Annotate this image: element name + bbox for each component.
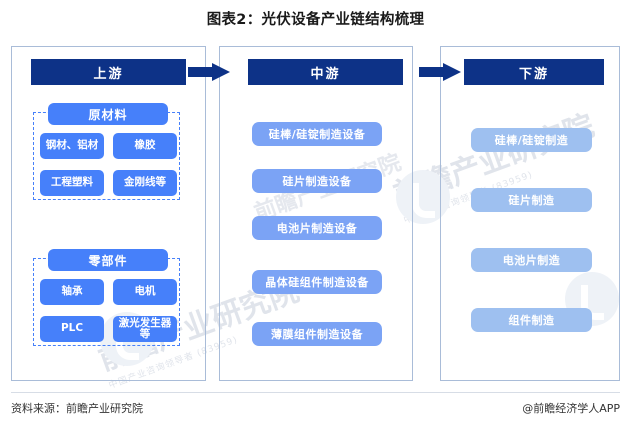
midstream-item-2[interactable]: 硅片制造设备 xyxy=(252,169,382,193)
stage-header-upstream[interactable]: 上游 xyxy=(31,59,186,85)
app-credit: @前瞻经济学人APP xyxy=(522,402,620,415)
midstream-item-4[interactable]: 晶体硅组件制造设备 xyxy=(252,270,382,294)
group-title-components[interactable]: 零部件 xyxy=(48,249,168,271)
upstream-item-raw-4[interactable]: 金刚线等 xyxy=(113,170,177,196)
source-text: 资料来源：前瞻产业研究院 xyxy=(11,402,143,415)
downstream-item-2[interactable]: 硅片制造 xyxy=(471,188,592,212)
footer-divider xyxy=(11,392,620,393)
upstream-item-part-1[interactable]: 轴承 xyxy=(40,279,104,305)
upstream-item-part-4[interactable]: 激光发生器等 xyxy=(113,316,177,342)
midstream-item-5[interactable]: 薄膜组件制造设备 xyxy=(252,322,382,346)
upstream-item-raw-2[interactable]: 橡胶 xyxy=(113,133,177,159)
arrow-right-icon-upstream-to-midstream xyxy=(188,63,230,81)
stage-header-midstream[interactable]: 中游 xyxy=(248,59,403,85)
downstream-item-4[interactable]: 组件制造 xyxy=(471,308,592,332)
arrow-right-icon-midstream-to-downstream xyxy=(419,63,461,81)
upstream-item-raw-3[interactable]: 工程塑料 xyxy=(40,170,104,196)
upstream-item-part-2[interactable]: 电机 xyxy=(113,279,177,305)
midstream-item-1[interactable]: 硅棒/硅锭制造设备 xyxy=(252,122,382,146)
group-title-raw-materials[interactable]: 原材料 xyxy=(48,103,168,125)
downstream-item-3[interactable]: 电池片制造 xyxy=(471,248,592,272)
stage-header-downstream[interactable]: 下游 xyxy=(464,59,604,85)
upstream-item-raw-1[interactable]: 钢材、铝材 xyxy=(40,133,104,159)
panel-upstream xyxy=(11,46,206,381)
upstream-item-part-3[interactable]: PLC xyxy=(40,316,104,342)
midstream-item-3[interactable]: 电池片制造设备 xyxy=(252,216,382,240)
downstream-item-1[interactable]: 硅棒/硅锭制造 xyxy=(471,128,592,152)
page-title: 图表2：光伏设备产业链结构梳理 xyxy=(206,12,425,28)
